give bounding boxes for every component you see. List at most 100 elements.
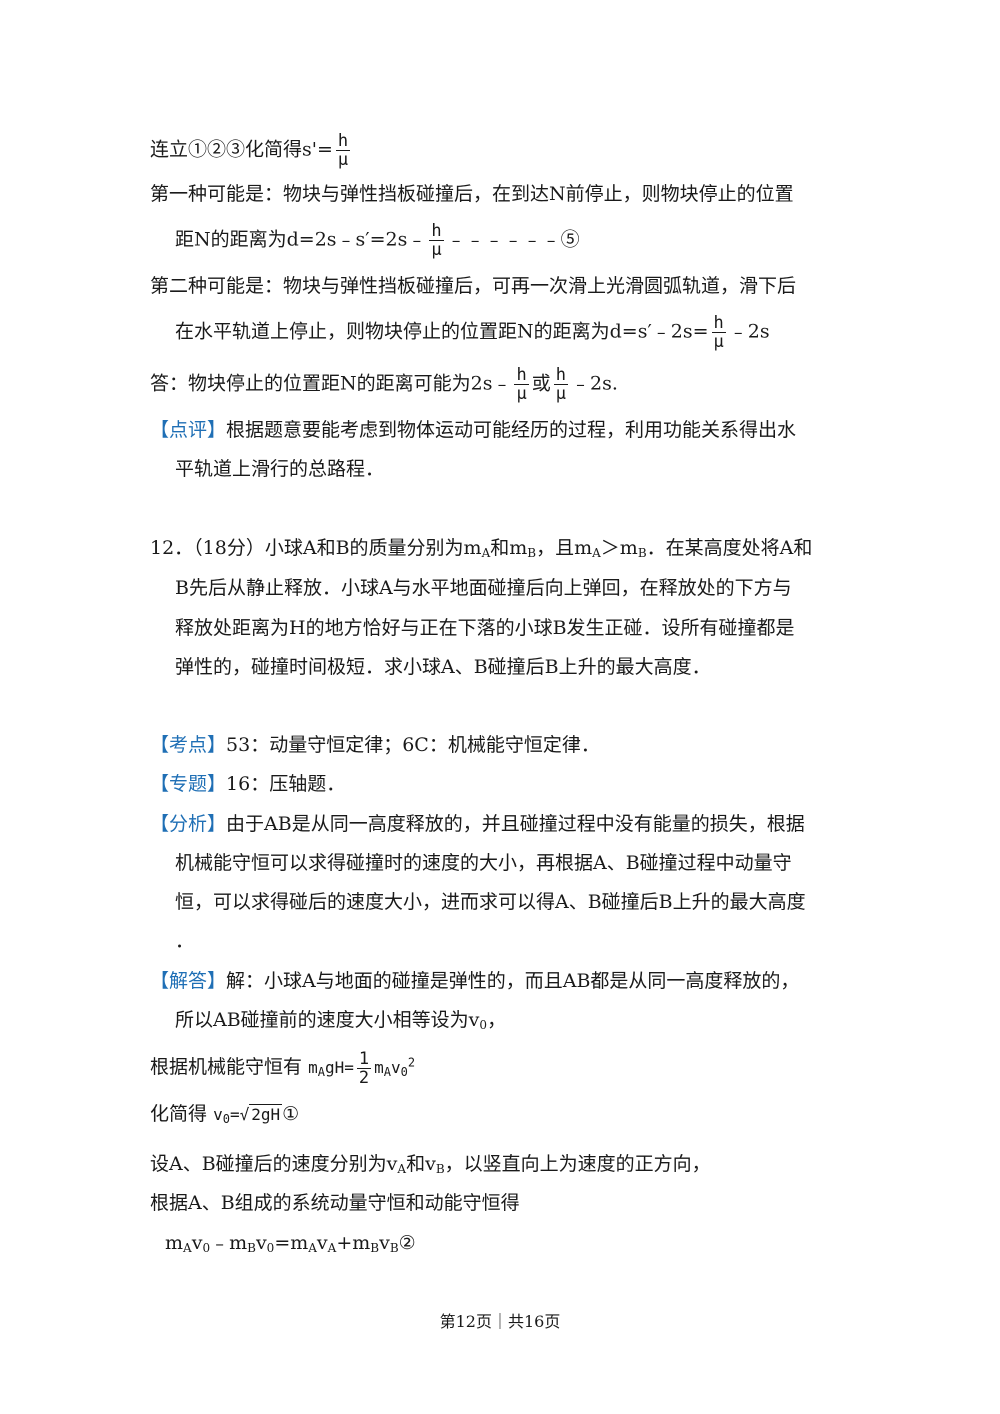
fraction-numerator: h xyxy=(711,313,726,333)
line-text: ＞m xyxy=(600,537,638,559)
page-footer: 第12页｜共16页 xyxy=(439,1312,561,1331)
subscript: 0 xyxy=(400,1065,408,1079)
subscript: A xyxy=(397,1162,407,1176)
section-tag: 【解答】 xyxy=(150,970,227,992)
subscript: 0 xyxy=(202,1241,211,1255)
line-text: 在水平轨道上停止，则物块停止的位置距N的距离为d=s′﹣2s= xyxy=(175,320,709,343)
eq-term: v xyxy=(316,1232,328,1254)
analysis-line: 机械能守恒可以求得碰撞时的速度的大小，再根据A、B碰撞过程中动量守 xyxy=(175,852,792,874)
subscript: A xyxy=(183,1241,192,1255)
fraction-numerator: h xyxy=(514,365,529,385)
fraction-denominator: 2 xyxy=(358,1068,370,1088)
eq-term: =m xyxy=(274,1232,309,1254)
line-text: 设A、B碰撞后的速度分别为v xyxy=(150,1153,398,1175)
eq-term: = xyxy=(229,1105,240,1124)
fraction-numerator: h xyxy=(429,221,444,241)
superscript: 2 xyxy=(407,1055,416,1070)
subscript: B xyxy=(370,1241,380,1255)
equation-v0: v0=√2gH xyxy=(213,1104,283,1126)
subscript: A xyxy=(383,1065,391,1079)
fraction-numerator: h xyxy=(335,131,351,151)
solution-line: 设A、B碰撞后的速度分别为vA和vB，以竖直向上为速度的正方向， xyxy=(150,1152,711,1181)
equation-momentum: mAv0﹣mBv0=mAvA+mBvB② xyxy=(165,1231,416,1260)
text-line: 第二种可能是：物块与弹性挡板碰撞后，可再一次滑上光滑圆弧轨道，滑下后 xyxy=(150,275,797,297)
fraction-denominator: μ xyxy=(555,384,566,404)
subscript: B xyxy=(389,1241,399,1255)
line-text: 53：动量守恒定律；6C：机械能守恒定律． xyxy=(226,734,600,756)
fraction-denominator: μ xyxy=(431,240,442,260)
eq-term: v xyxy=(191,1232,203,1254)
question-line: B先后从静止释放．小球A与水平地面碰撞后向上弹回，在释放处的下方与 xyxy=(175,577,792,599)
subscript: B xyxy=(637,546,647,560)
line-text: 距N的距离为d=2s﹣s′=2s﹣ xyxy=(175,228,427,251)
line-text: ， xyxy=(487,1009,507,1031)
fraction-denominator: μ xyxy=(713,332,724,352)
line-text: ．在某高度处将A和 xyxy=(646,537,813,559)
line-text: 根据机械能守恒有 xyxy=(150,1056,303,1078)
subscript: B xyxy=(247,1241,256,1255)
eq-term: v xyxy=(390,1058,401,1077)
eq-term: ② xyxy=(398,1232,416,1254)
review-line: 【点评】根据题意要能考虑到物体运动可能经历的过程，利用功能关系得出水 xyxy=(150,418,796,442)
radicand: 2gH xyxy=(249,1104,283,1124)
eq-term: gH= xyxy=(324,1058,354,1077)
eq-term: m xyxy=(165,1232,184,1254)
line-text: 或 xyxy=(531,372,551,395)
analysis-line: 【分析】由于AB是从同一高度释放的，并且碰撞过程中没有能量的损失，根据 xyxy=(150,812,805,836)
section-tag: 【点评】 xyxy=(150,419,227,441)
text-line: 平轨道上滑行的总路程． xyxy=(175,458,385,480)
line-text: 根据题意要能考虑到物体运动可能经历的过程，利用功能关系得出水 xyxy=(226,419,797,441)
section-tag: 【考点】 xyxy=(150,734,227,756)
question-line: 弹性的，碰撞时间极短．求小球A、B碰撞后B上升的最大高度． xyxy=(175,656,711,678)
subscript: A xyxy=(308,1241,317,1255)
line-text: 答：物块停止的位置距N的距离可能为2s﹣ xyxy=(150,372,512,395)
sqrt-sign: √ xyxy=(239,1105,250,1124)
eq-term: m xyxy=(308,1058,318,1077)
line-text: 连立①②③化简得s'= xyxy=(150,138,333,161)
line-text: 16：压轴题． xyxy=(226,773,346,795)
text-line: 第一种可能是：物块与弹性挡板碰撞后，在到达N前停止，则物块停止的位置 xyxy=(150,183,794,205)
fraction-denominator: μ xyxy=(337,150,349,170)
subscript: 0 xyxy=(266,1241,275,1255)
line-text: 和m xyxy=(490,537,528,559)
line-text: 12．（18分）小球A和B的质量分别为m xyxy=(150,537,482,559)
line-text: 解：小球A与地面的碰撞是弹性的，而且AB都是从同一高度释放的， xyxy=(226,970,800,992)
analysis-line: 恒，可以求得碰后的速度大小，进而求可以得A、B碰撞后B上升的最大高度 xyxy=(175,891,806,913)
eq-term: m xyxy=(374,1058,384,1077)
line-text: 由于AB是从同一高度释放的，并且碰撞过程中没有能量的损失，根据 xyxy=(226,813,805,835)
subscript: B xyxy=(435,1162,445,1176)
solution-line: 所以AB碰撞前的速度大小相等设为v0， xyxy=(175,1008,506,1037)
question-line: 释放处距离为H的地方恰好与正在下落的小球B发生正碰．设所有碰撞都是 xyxy=(175,617,795,639)
line-text: ﹣2s. xyxy=(570,372,618,395)
line-text: 和v xyxy=(406,1153,436,1175)
subscript: A xyxy=(481,546,491,560)
subscript: A xyxy=(317,1065,325,1079)
section-tag: 【专题】 xyxy=(150,773,227,795)
eq-term: ﹣m xyxy=(210,1232,248,1254)
fraction-numerator: h xyxy=(553,365,568,385)
subscript: A xyxy=(327,1241,337,1255)
line-text: ，以竖直向上为速度的正方向， xyxy=(444,1153,711,1175)
zhuanti-line: 【专题】16：压轴题． xyxy=(150,772,345,796)
equation-mark: ① xyxy=(282,1103,300,1125)
line-text: 所以AB碰撞前的速度大小相等设为v xyxy=(175,1009,480,1031)
subscript: 0 xyxy=(479,1018,488,1032)
line-text: 化简得 xyxy=(150,1103,208,1125)
eq-term: +m xyxy=(336,1232,371,1254)
line-text: ﹣﹣﹣﹣﹣﹣⑤ xyxy=(446,228,580,251)
line-text: ﹣2s xyxy=(728,320,770,343)
solution-line: 【解答】解：小球A与地面的碰撞是弹性的，而且AB都是从同一高度释放的， xyxy=(150,969,799,993)
subscript: 0 xyxy=(222,1112,230,1126)
